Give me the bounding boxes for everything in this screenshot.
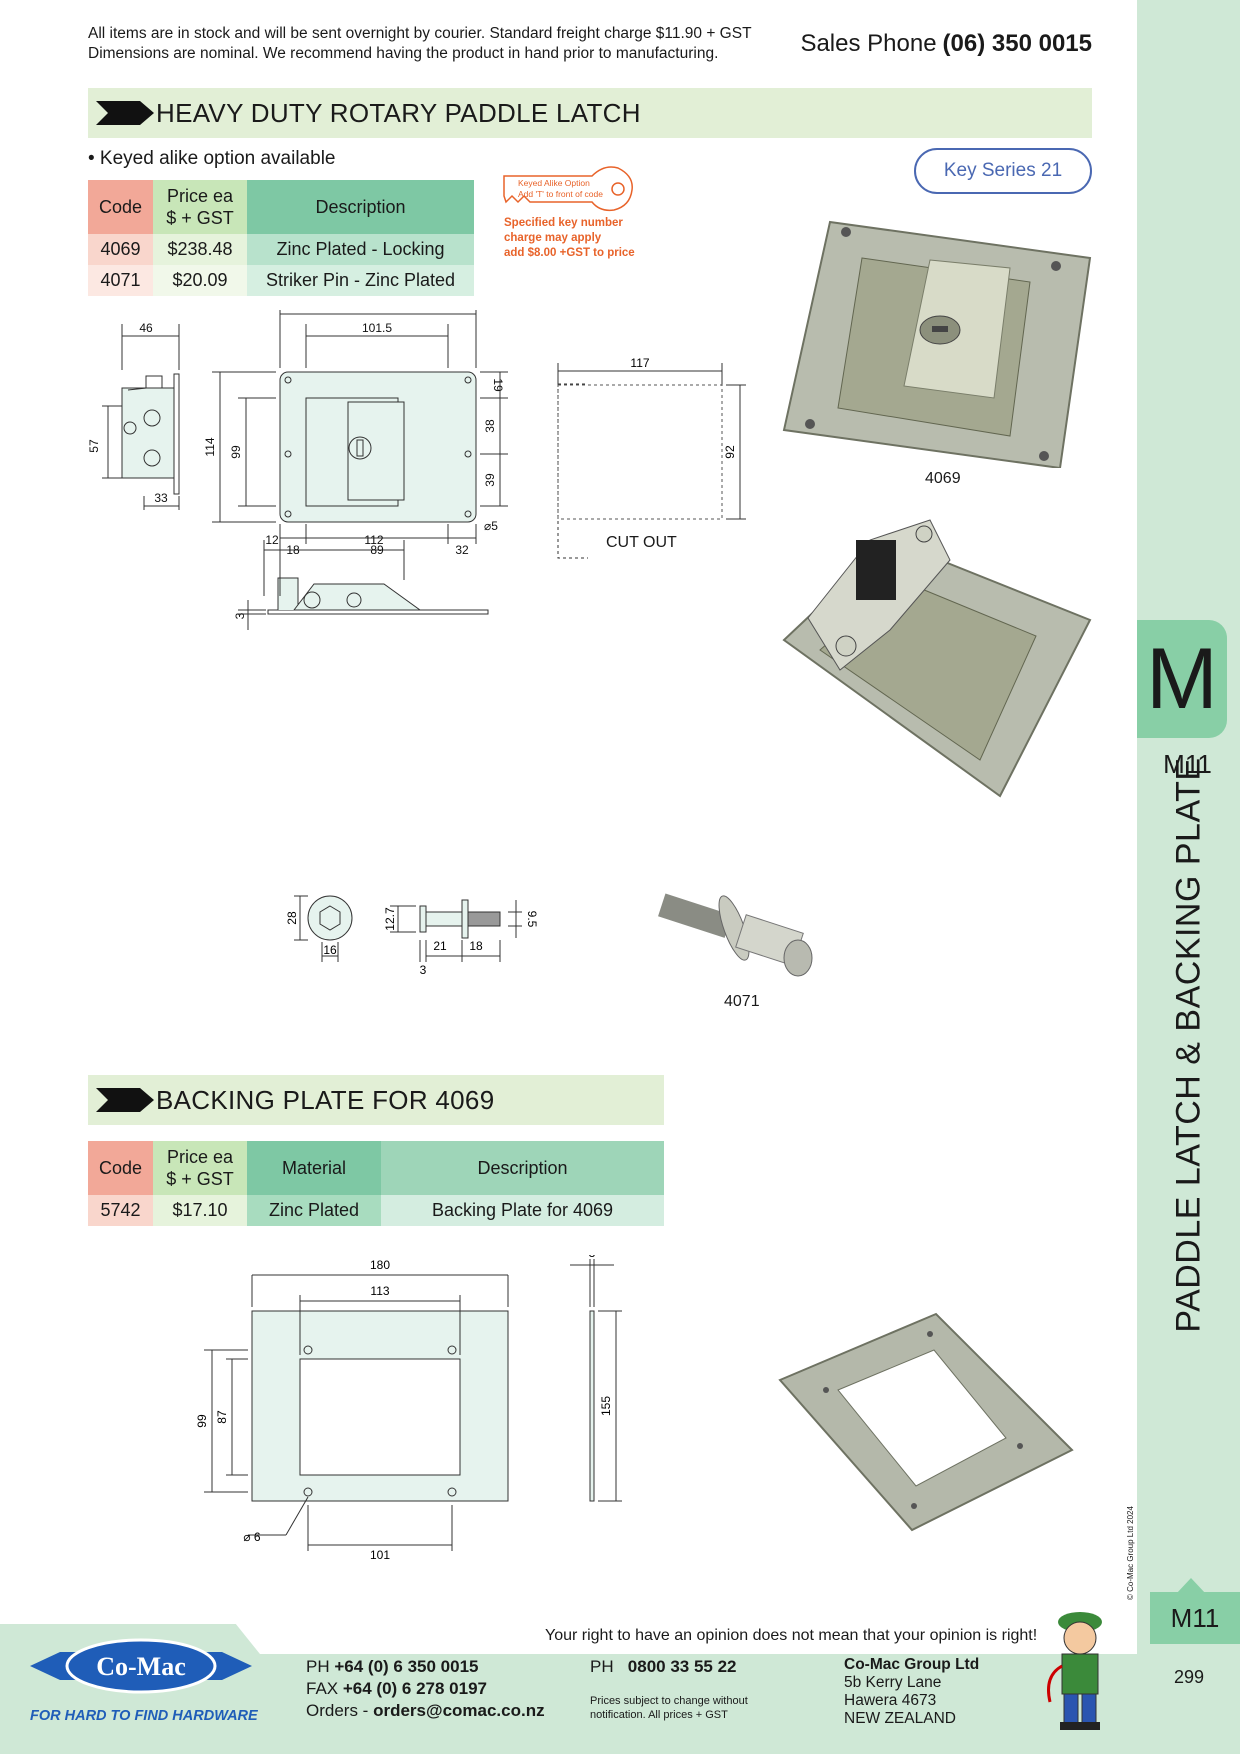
svg-text:16: 16	[323, 943, 337, 957]
table-row: 4071 $20.09 Striker Pin - Zinc Plated	[88, 265, 474, 296]
svg-text:99: 99	[229, 445, 243, 459]
mascot-icon	[1047, 1612, 1102, 1730]
address-block: Co-Mac Group Ltd 5b Kerry Lane Hawera 46…	[844, 1656, 980, 1727]
svg-text:Co-Mac: Co-Mac	[96, 1652, 186, 1681]
sales-phone: Sales Phone(06) 350 0015	[800, 30, 1092, 58]
svg-text:112: 112	[364, 533, 383, 547]
vertical-title: PADDLE LATCH & BACKING PLATE	[1169, 757, 1208, 1333]
sales-phone-number[interactable]: (06) 350 0015	[942, 30, 1092, 57]
svg-text:3: 3	[233, 612, 247, 619]
backing-plate-drawing: 180 113 99 87 ⌀ 6 101 3 155	[195, 1255, 622, 1562]
striker-pin-drawing: 28 16 12.7 9.5 21 18 3	[285, 895, 539, 977]
latch-technical-drawing: 46 57 33 139 101.5 114 99 19 38 39 ⌀5 18…	[88, 310, 588, 630]
striker-pin-photo	[658, 893, 813, 977]
page-code-top: M11	[1163, 749, 1212, 779]
keyed-alike-bullet: • Keyed alike option available	[88, 148, 336, 169]
svg-text:180: 180	[370, 1258, 390, 1272]
svg-text:114: 114	[203, 437, 217, 456]
arrow-icon	[96, 101, 154, 125]
svg-text:87: 87	[215, 1410, 229, 1424]
key-series-badge: Key Series 21	[914, 148, 1092, 194]
svg-text:38: 38	[483, 419, 497, 433]
svg-text:46: 46	[139, 321, 153, 335]
svg-text:113: 113	[370, 1284, 389, 1298]
svg-text:101: 101	[370, 1548, 390, 1562]
svg-text:12.7: 12.7	[383, 907, 397, 931]
freephone-number[interactable]: 0800 33 55 22	[627, 1657, 737, 1676]
col-price: Price ea$ + GST	[153, 1141, 247, 1195]
freephone: PH 0800 33 55 22	[590, 1657, 737, 1676]
svg-text:18: 18	[286, 543, 300, 557]
section-heading-paddle-latch: HEAVY DUTY ROTARY PADDLE LATCH	[88, 88, 1092, 138]
key-icon	[503, 166, 633, 212]
prices-note: Prices subject to change without notific…	[590, 1695, 748, 1721]
svg-text:3: 3	[589, 1255, 596, 1260]
svg-text:101.5: 101.5	[362, 321, 392, 335]
price-table-latch: Code Price ea$ + GST Description 4069 $2…	[88, 180, 474, 296]
notice-line-1: All items are in stock and will be sent …	[88, 25, 752, 42]
backing-plate-photo	[778, 1312, 1074, 1532]
svg-text:39: 39	[483, 473, 497, 487]
key-charge-note: Specified key number charge may apply ad…	[504, 217, 635, 259]
latch-rear-photo	[782, 519, 1092, 798]
phone-number[interactable]: +64 (0) 6 350 0015	[334, 1657, 479, 1676]
key-option-text: Keyed Alike Option Add 'T' to front of c…	[518, 178, 603, 199]
svg-text:57: 57	[88, 439, 101, 453]
cutout-drawing: 117 92	[557, 356, 746, 520]
arrow-icon	[96, 1088, 154, 1112]
tagline: FOR HARD TO FIND HARDWARE	[30, 1708, 258, 1724]
svg-text:33: 33	[154, 491, 168, 505]
svg-text:28: 28	[285, 911, 299, 925]
col-description: Description	[247, 180, 474, 234]
svg-text:155: 155	[599, 1396, 613, 1416]
section-letter-tab: M	[1137, 620, 1227, 738]
contact-block: PH +64 (0) 6 350 0015 FAX +64 (0) 6 278 …	[306, 1657, 545, 1720]
photo-label-4069: 4069	[925, 470, 961, 487]
svg-text:18: 18	[469, 939, 483, 953]
comac-logo: Co-Mac	[30, 1638, 252, 1694]
svg-text:89: 89	[370, 543, 384, 557]
svg-text:⌀ 6: ⌀ 6	[243, 1530, 261, 1544]
svg-text:⌀5: ⌀5	[484, 519, 498, 533]
stock-notice: All items are in stock and will be sent …	[88, 24, 752, 64]
section-title: BACKING PLATE FOR 4069	[156, 1084, 495, 1115]
svg-text:139: 139	[368, 310, 388, 313]
col-code: Code	[88, 1141, 153, 1195]
latch-photo	[782, 220, 1092, 468]
svg-text:21: 21	[433, 939, 447, 953]
svg-text:99: 99	[195, 1414, 209, 1428]
opinion-quote: Your right to have an opinion does not m…	[545, 1627, 1038, 1644]
fax-number: +64 (0) 6 278 0197	[342, 1679, 488, 1698]
orders-email-link[interactable]: orders@comac.co.nz	[373, 1701, 545, 1720]
page-number: 299	[1173, 1667, 1205, 1687]
svg-text:92: 92	[723, 445, 737, 459]
copyright: © Co-Mac Group Ltd 2024	[1126, 1506, 1135, 1600]
col-price: Price ea$ + GST	[153, 180, 247, 234]
notice-line-2: Dimensions are nominal. We recommend hav…	[88, 45, 719, 62]
svg-text:117: 117	[630, 356, 649, 370]
section-title: HEAVY DUTY ROTARY PADDLE LATCH	[156, 97, 641, 128]
price-table-backing-plate: Code Price ea$ + GST Material Descriptio…	[88, 1141, 664, 1226]
table-row: 4069 $238.48 Zinc Plated - Locking	[88, 234, 474, 265]
cutout-label: CUT OUT	[606, 534, 677, 551]
svg-text:19: 19	[491, 378, 505, 392]
col-description: Description	[381, 1141, 664, 1195]
sales-phone-label: Sales Phone	[800, 30, 937, 57]
svg-text:3: 3	[420, 963, 427, 977]
section-heading-backing-plate: BACKING PLATE FOR 4069	[88, 1075, 664, 1125]
col-material: Material	[247, 1141, 381, 1195]
table-row: 5742 $17.10 Zinc Plated Backing Plate fo…	[88, 1195, 664, 1226]
svg-text:9.5: 9.5	[525, 911, 539, 928]
svg-text:12: 12	[265, 533, 279, 547]
triangle-icon	[1176, 1578, 1206, 1594]
photo-label-4071: 4071	[724, 993, 760, 1010]
svg-text:32: 32	[455, 543, 469, 557]
sidebar	[1137, 0, 1240, 1754]
page-code-bottom: M11	[1150, 1592, 1240, 1644]
col-code: Code	[88, 180, 153, 234]
